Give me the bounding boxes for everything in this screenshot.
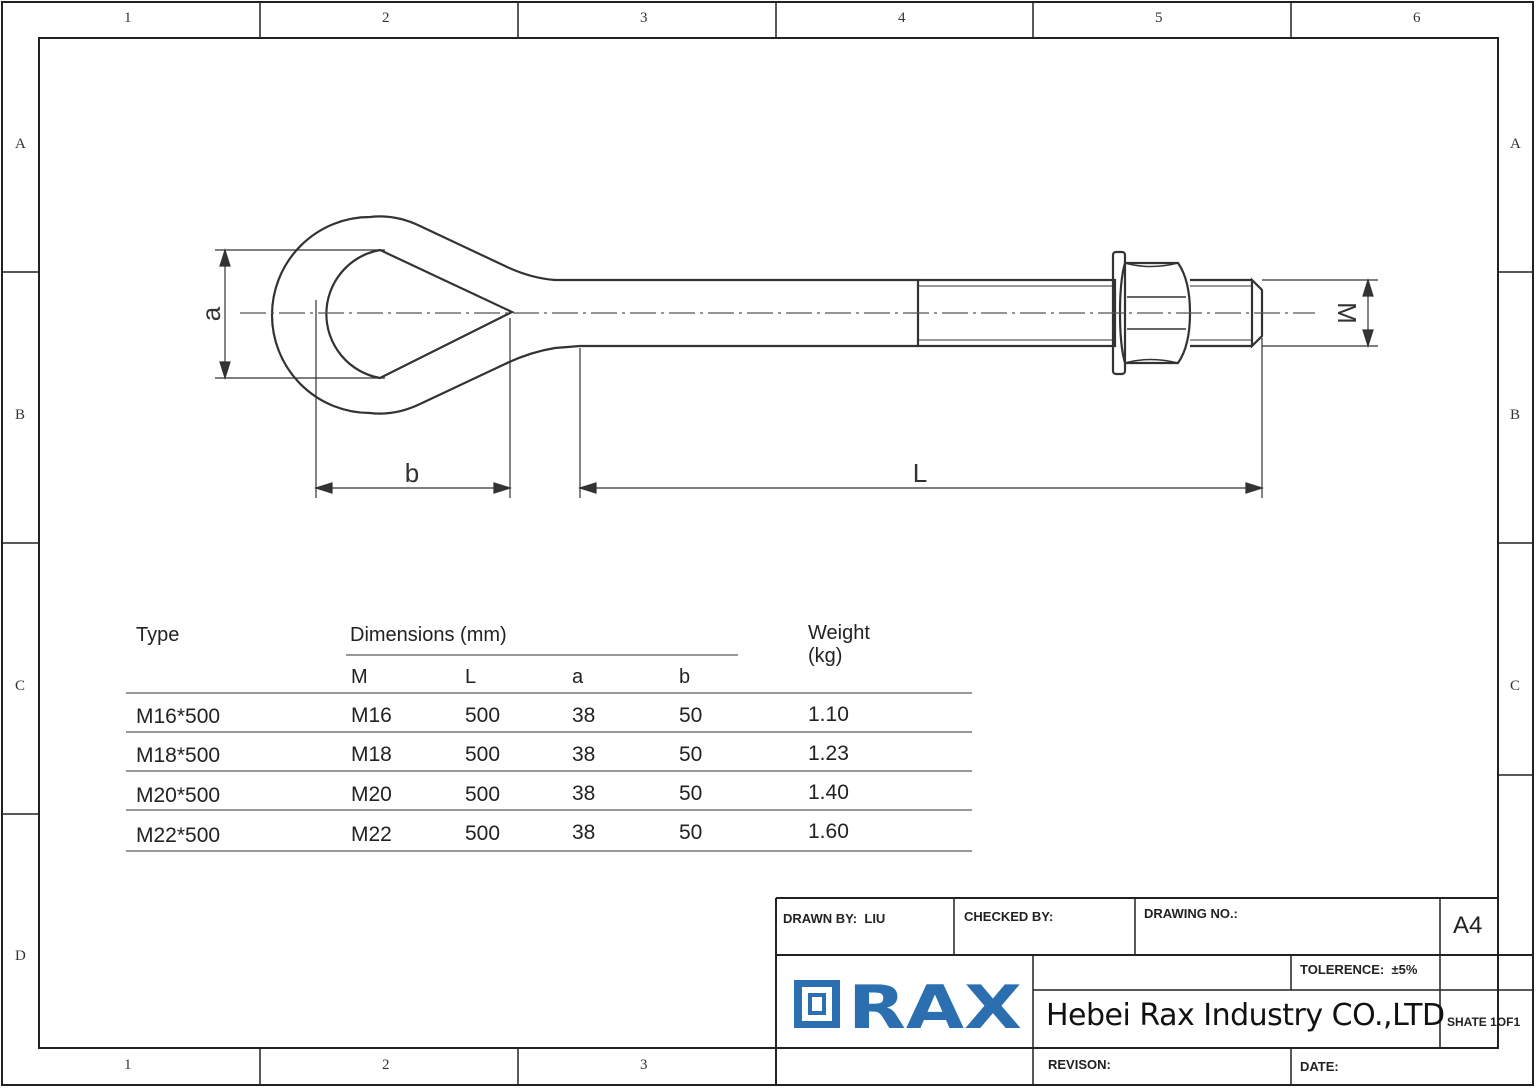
table-cell-weight: 1.23 [808,742,849,765]
table-subheader-b: b [679,666,691,688]
date-label: DATE: [1300,1059,1339,1074]
zone-bottom-col-3: 3 [640,1057,648,1073]
drawing-no-label: DRAWING NO.: [1144,906,1238,921]
rax-logo-mark [794,980,840,1028]
rax-logo-text: RAX [848,973,1022,1034]
table-cell-a: 38 [572,782,596,805]
table-cell-L: 500 [465,822,501,845]
drawn-by-label: DRAWN BY: [783,911,858,926]
eye-outer-outline [270,215,581,415]
zone-row-a-left: A [15,136,26,152]
table-header-weight-unit: (kg) [808,645,843,667]
drawn-by-value: LIU [864,911,886,926]
zone-col-4: 4 [898,10,906,26]
rax-logo: RAX [794,973,1022,1034]
dim-b-label: b [405,458,419,488]
zone-row-b-right: B [1510,407,1521,423]
zone-col-1: 1 [124,10,132,26]
sheet-number: SHATE 1OF1 [1447,1015,1521,1029]
zone-row-b-left: B [15,407,26,423]
table-cell-b: 50 [679,782,703,805]
checked-by-label: CHECKED BY: [964,909,1054,924]
table-subheader-a: a [572,666,584,688]
table-cell-type: M16*500 [136,705,221,728]
table-cell-b: 50 [679,704,703,727]
table-cell-type: M22*500 [136,824,221,847]
eye-inner-outline [325,248,515,380]
table-cell-L: 500 [465,743,501,766]
table-cell-M: M22 [351,823,392,846]
zone-col-3: 3 [640,10,648,26]
table-cell-M: M18 [351,743,392,766]
zone-row-c-right: C [1510,678,1521,694]
table-header-dimensions: Dimensions (mm) [350,624,507,646]
tolerance-label: TOLERENCE: [1300,962,1385,977]
sheet-size: A4 [1453,912,1483,939]
zone-col-5: 5 [1155,10,1163,26]
company-name: Hebei Rax Industry CO.,LTD [1046,998,1445,1033]
tolerance-value: ±5% [1391,962,1418,977]
table-cell-a: 38 [572,743,596,766]
dim-a-label: a [196,306,226,321]
table-cell-L: 500 [465,704,501,727]
zone-bottom-col-1: 1 [124,1057,132,1073]
table-cell-weight: 1.60 [808,820,849,843]
zone-col-2: 2 [382,10,390,26]
revision-label: REVISON: [1048,1057,1111,1072]
table-cell-weight: 1.40 [808,781,849,804]
table-cell-weight: 1.10 [808,703,849,726]
bolt-end-chamfer [1250,277,1264,349]
tolerance-field: TOLERENCE: ±5% [1300,962,1417,977]
table-cell-b: 50 [679,743,703,766]
drawn-by-field: DRAWN BY: LIU [783,911,885,926]
zone-col-6: 6 [1413,10,1421,26]
table-cell-type: M20*500 [136,784,221,807]
zone-row-a-right: A [1510,136,1521,152]
zone-row-d-left: D [15,948,26,964]
table-cell-b: 50 [679,821,703,844]
table-subheader-M: M [351,666,368,688]
zone-row-c-left: C [15,678,26,694]
dim-M-label: M [1332,302,1362,324]
table-cell-a: 38 [572,704,596,727]
table-cell-M: M20 [351,783,392,806]
zone-bottom-col-2: 2 [382,1057,390,1073]
table-cell-L: 500 [465,783,501,806]
table-cell-type: M18*500 [136,744,221,767]
table-subheader-L: L [465,666,477,688]
table-cell-M: M16 [351,704,392,727]
table-header-weight: Weight [808,622,870,644]
table-header-type: Type [136,624,180,646]
table-cell-a: 38 [572,821,596,844]
dim-L-label: L [913,458,927,488]
